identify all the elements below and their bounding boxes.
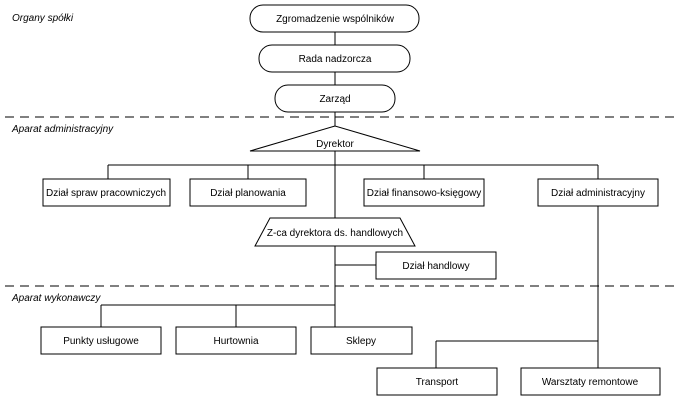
hurtownia-node: Hurtownia <box>175 326 297 355</box>
transport-node: Transport <box>376 367 498 396</box>
section-label-aparat-administracyjny: Aparat administracyjny <box>11 124 114 135</box>
section-label-organy: Organy spółki <box>12 13 74 24</box>
dzial-handlowy-label: Dział handlowy <box>402 261 469 272</box>
zca-dyrektora-label: Z-ca dyrektora ds. handlowych <box>267 228 403 239</box>
punkty-uslugowe-label: Punkty usługowe <box>63 336 139 347</box>
connectors <box>100 32 599 368</box>
transport-label: Transport <box>416 377 459 388</box>
rada-node: Rada nadzorcza <box>258 44 411 73</box>
zgromadzenie-node: Zgromadzenie wspólników <box>249 4 420 33</box>
rada-label: Rada nadzorcza <box>299 54 372 65</box>
dyrektor-label: Dyrektor <box>316 139 354 150</box>
sklepy-label: Sklepy <box>346 336 376 347</box>
punkty-uslugowe-node: Punkty usługowe <box>40 326 162 355</box>
dyrektor-node: Dyrektor <box>249 125 421 152</box>
dzial-spraw-label: Dział spraw pracowniczych <box>46 188 166 199</box>
hurtownia-label: Hurtownia <box>213 336 258 347</box>
dzial-spraw-node: Dział spraw pracowniczych <box>42 178 171 207</box>
section-label-aparat-wykonawczy: Aparat wykonawczy <box>11 293 101 304</box>
dzial-administracyjny-label: Dział administracyjny <box>551 188 645 199</box>
zarzad-label: Zarząd <box>319 94 350 105</box>
dzial-administracyjny-node: Dział administracyjny <box>537 178 659 207</box>
sklepy-node: Sklepy <box>310 326 413 355</box>
dzial-finansowo-label: Dział finansowo-księgowy <box>367 188 482 199</box>
zgromadzenie-label: Zgromadzenie wspólników <box>276 14 395 25</box>
zarzad-node: Zarząd <box>274 84 396 113</box>
dzial-handlowy-node: Dział handlowy <box>375 251 497 280</box>
warsztaty-label: Warsztaty remontowe <box>542 377 639 388</box>
dzial-planowania-label: Dział planowania <box>210 188 286 199</box>
dzial-finansowo-node: Dział finansowo-księgowy <box>363 178 485 207</box>
zca-dyrektora-node: Z-ca dyrektora ds. handlowych <box>254 217 416 247</box>
dzial-planowania-node: Dział planowania <box>189 178 307 207</box>
warsztaty-node: Warsztaty remontowe <box>520 367 661 396</box>
